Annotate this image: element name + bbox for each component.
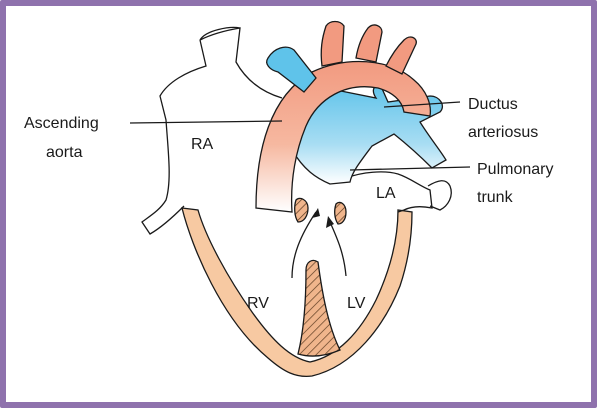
aortic-valve (295, 198, 308, 222)
subclavian-branch (386, 37, 416, 74)
ra-label: RA (191, 136, 214, 153)
carotid-branch (356, 25, 382, 62)
ventricle-wall (182, 208, 412, 376)
ascending-aorta-label-1: Ascending (24, 115, 99, 132)
brachiocephalic-branch (321, 22, 344, 67)
la-label: LA (376, 185, 396, 202)
lv-flow-arrowhead (326, 216, 334, 228)
pulmonary-valve (335, 202, 346, 224)
pulmonary-leader (350, 167, 470, 170)
right-pulmonary-artery (267, 47, 316, 92)
interventricular-septum (298, 260, 340, 356)
ductus-label-2: arteriosus (468, 124, 538, 141)
rv-label: RV (247, 295, 269, 312)
lv-label: LV (347, 295, 366, 312)
ascending-aorta-label-2: aorta (46, 144, 83, 161)
ascending-aorta-leader (130, 121, 282, 123)
pulmonary-label-2: trunk (477, 189, 514, 206)
lv-flow-arrow (330, 222, 346, 276)
pulmonary-label-1: Pulmonary (477, 161, 553, 178)
rv-flow-arrowhead (312, 208, 320, 218)
ductus-label-1: Ductus (468, 96, 518, 113)
